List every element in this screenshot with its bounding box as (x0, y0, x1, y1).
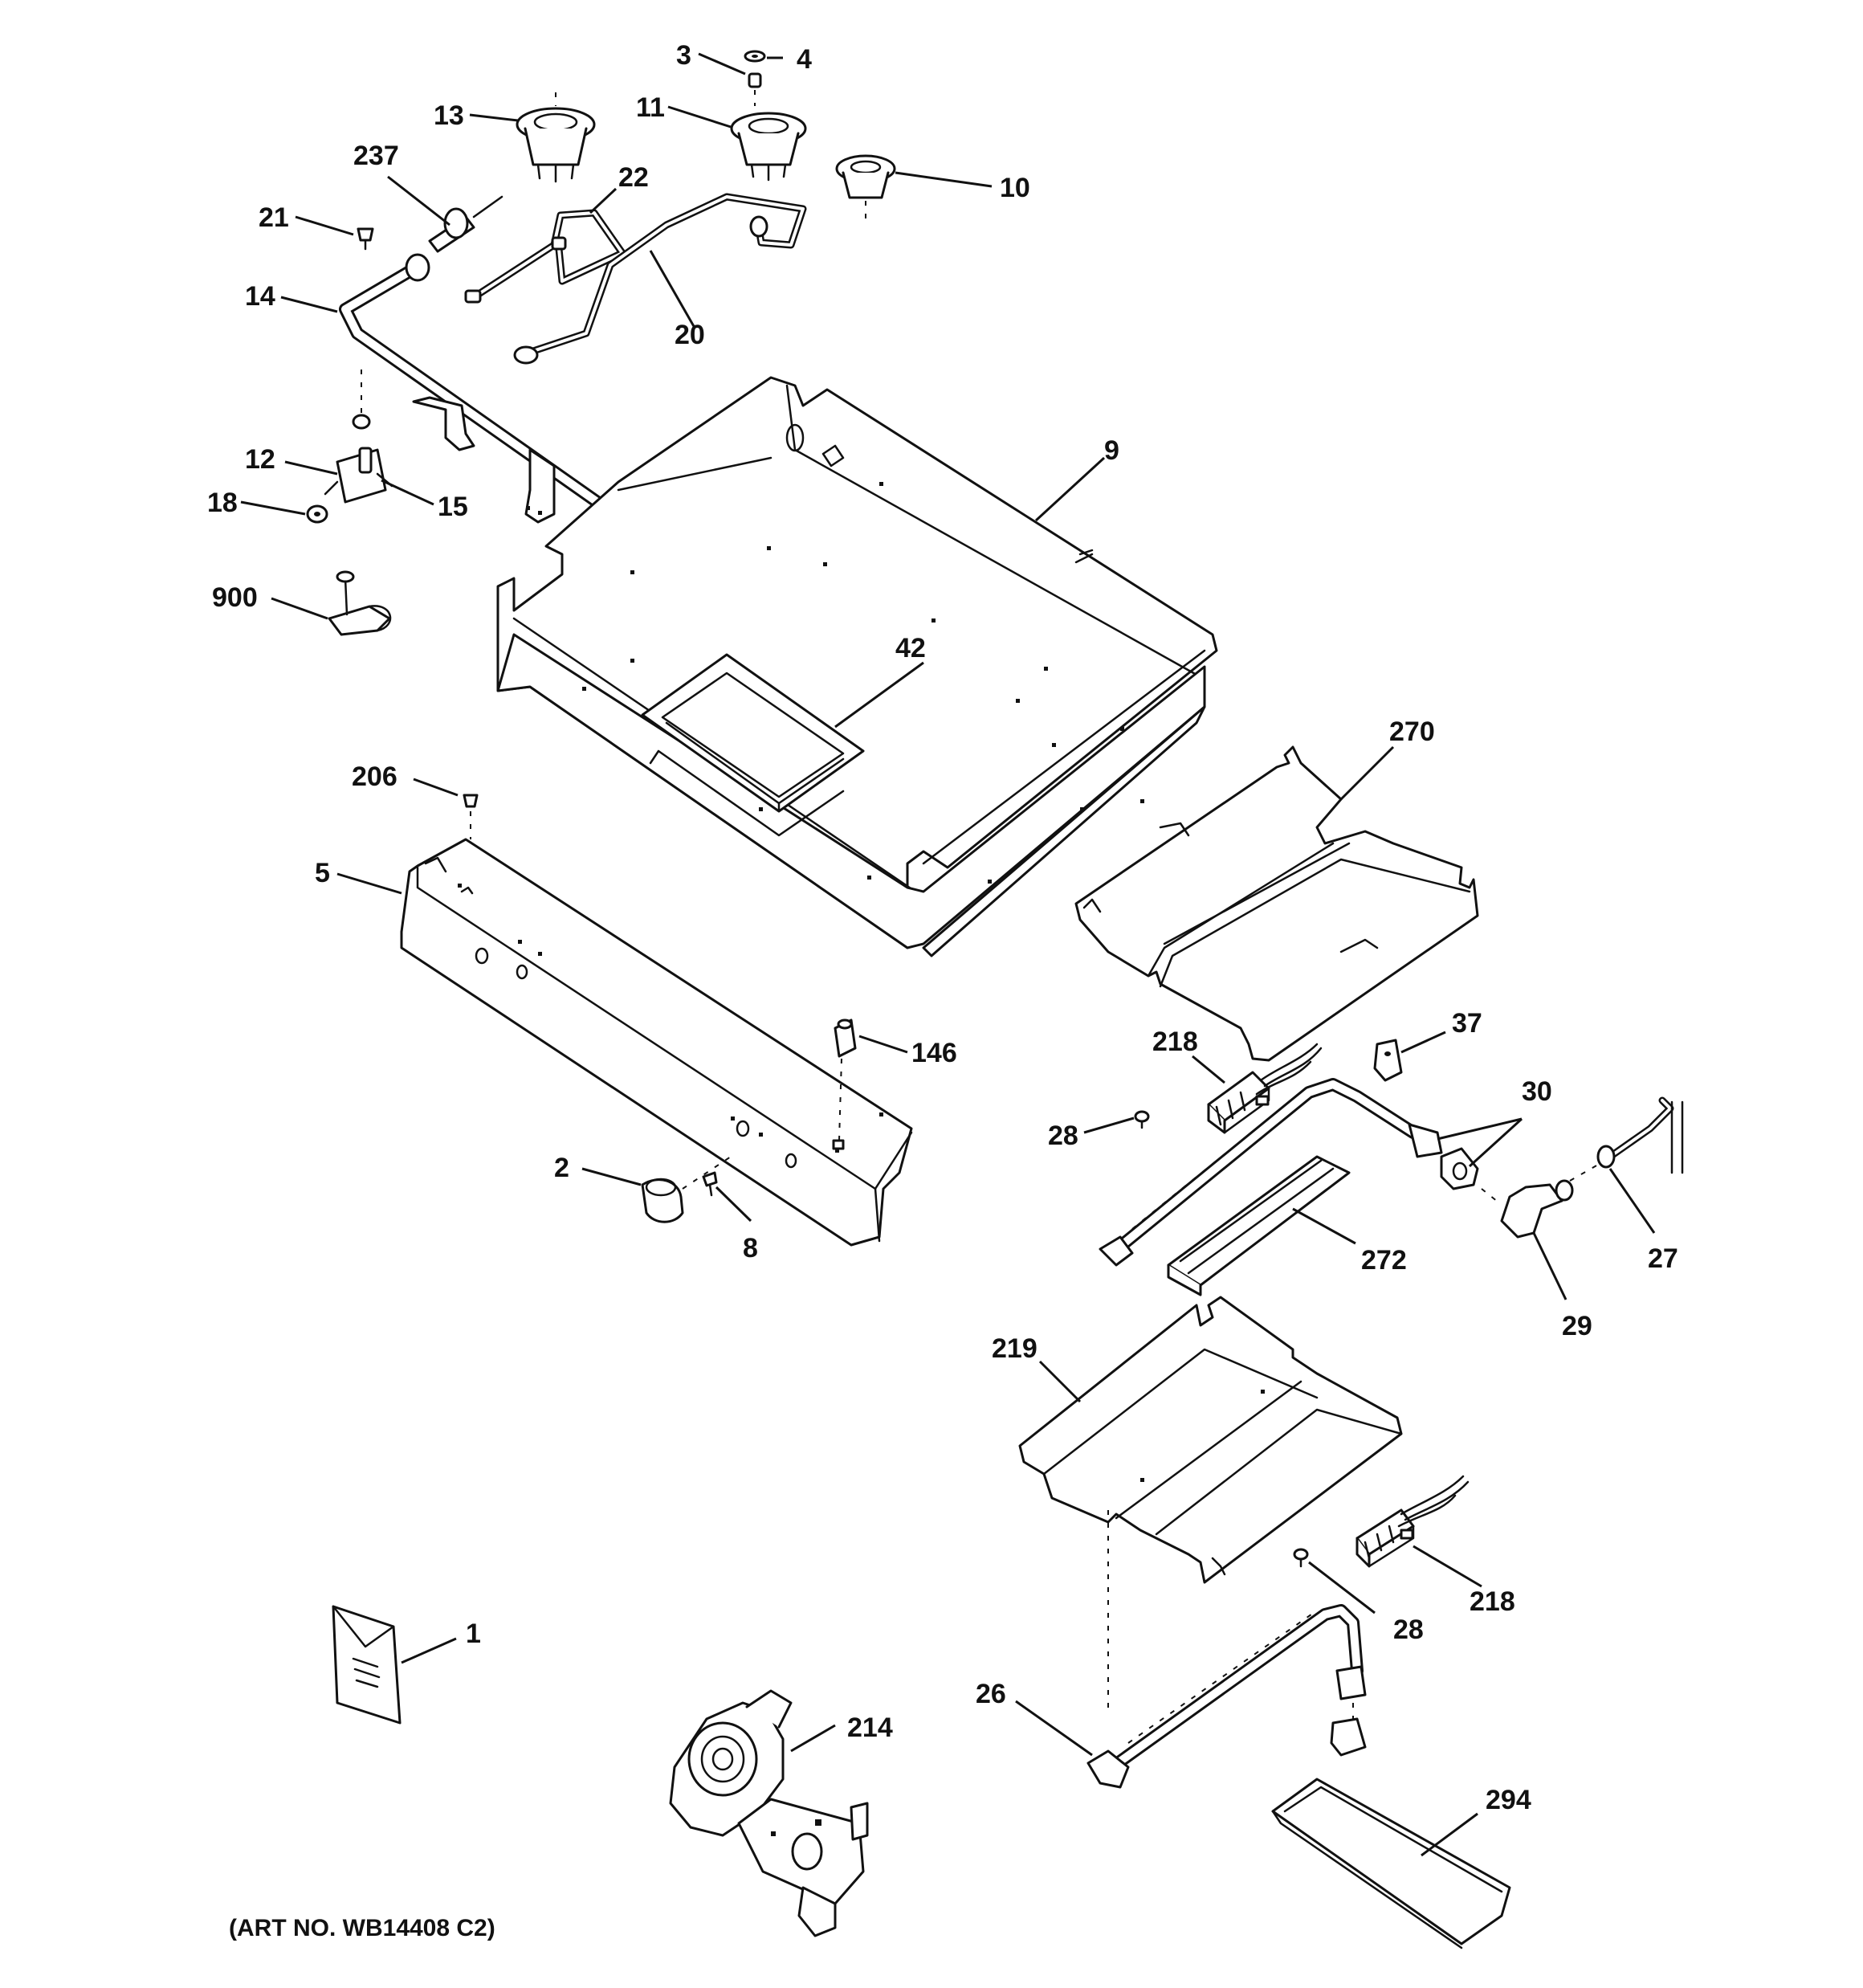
callout-15: 15 (438, 492, 468, 522)
callout-21: 21 (259, 202, 289, 233)
callout-26: 26 (976, 1679, 1006, 1709)
callout-30: 30 (1522, 1076, 1552, 1107)
burner-head-11 (730, 112, 807, 182)
screw-8 (702, 1171, 718, 1197)
regulator-214 (669, 1689, 869, 1937)
baffle-270 (1074, 745, 1479, 1062)
callout-3: 3 (676, 40, 691, 71)
elbow-29 (1481, 1179, 1574, 1239)
callout-12: 12 (245, 444, 275, 475)
callout-214: 214 (847, 1712, 893, 1743)
callout-labels: 3 4 13 11 237 22 10 21 14 20 9 12 18 15 … (207, 40, 1678, 1815)
callout-206: 206 (352, 761, 397, 792)
screw-21 (357, 227, 374, 251)
callout-27: 27 (1648, 1243, 1678, 1274)
callout-218-lower: 218 (1470, 1586, 1515, 1617)
supply-tube-27 (1569, 1096, 1684, 1182)
knob-2 (641, 1156, 732, 1223)
callout-29: 29 (1562, 1311, 1592, 1341)
fitting-237 (428, 195, 503, 253)
callout-13: 13 (434, 100, 464, 131)
manifold-panel-5 (400, 838, 913, 1247)
bracket-37 (1373, 1039, 1403, 1082)
leader-lines (240, 52, 1656, 1857)
bake-burner-26 (1086, 1604, 1367, 1789)
callout-270: 270 (1389, 716, 1435, 747)
callout-20: 20 (675, 320, 705, 350)
callout-11: 11 (636, 92, 665, 123)
burner-cap-30 (1440, 1147, 1479, 1190)
callout-18: 18 (207, 488, 238, 518)
clip-146 (832, 1018, 857, 1150)
callout-1: 1 (466, 1619, 481, 1649)
callout-900: 900 (212, 582, 258, 613)
callout-14: 14 (245, 281, 275, 312)
callout-9: 9 (1104, 435, 1119, 466)
screw-28-lower (1293, 1548, 1309, 1568)
burner-tube-22 (464, 209, 626, 304)
callout-237: 237 (353, 141, 399, 171)
deflector-272 (1167, 1155, 1351, 1296)
callout-28-upper: 28 (1048, 1121, 1078, 1151)
bracket-294 (1271, 1778, 1511, 1949)
igniter-218-upper (1207, 1043, 1323, 1134)
callout-294: 294 (1486, 1785, 1531, 1815)
burner-head-10 (835, 154, 896, 218)
callout-28-lower: 28 (1393, 1614, 1424, 1645)
nut-18 (306, 504, 328, 524)
literature-pack-1 (332, 1605, 402, 1725)
burner-tube-20 (513, 193, 807, 365)
baffle-219 (1018, 1296, 1403, 1711)
callout-4: 4 (797, 44, 812, 75)
callout-8: 8 (743, 1233, 758, 1263)
burner-head-13 (516, 92, 596, 183)
callout-218-upper: 218 (1152, 1027, 1198, 1057)
callout-10: 10 (1000, 173, 1030, 203)
screw-206 (463, 794, 479, 839)
orifice-3-washer-4 (744, 50, 766, 106)
valve-12-15 (324, 369, 393, 504)
callout-146: 146 (911, 1038, 957, 1068)
igniter-218-lower (1355, 1475, 1470, 1568)
callout-2: 2 (554, 1153, 569, 1183)
callout-5: 5 (315, 858, 330, 888)
callout-37: 37 (1452, 1008, 1482, 1039)
burner-box-9 (496, 376, 1218, 957)
callout-272: 272 (1361, 1245, 1407, 1276)
broil-burner-tube (1099, 1078, 1443, 1267)
callout-42: 42 (895, 633, 926, 663)
plate-42 (641, 653, 865, 837)
clamp-900 (328, 570, 392, 636)
callout-22: 22 (618, 162, 649, 193)
screw-28-upper (1134, 1110, 1150, 1129)
art-number: (ART NO. WB14408 C2) (229, 1915, 495, 1941)
callout-219: 219 (992, 1333, 1037, 1364)
